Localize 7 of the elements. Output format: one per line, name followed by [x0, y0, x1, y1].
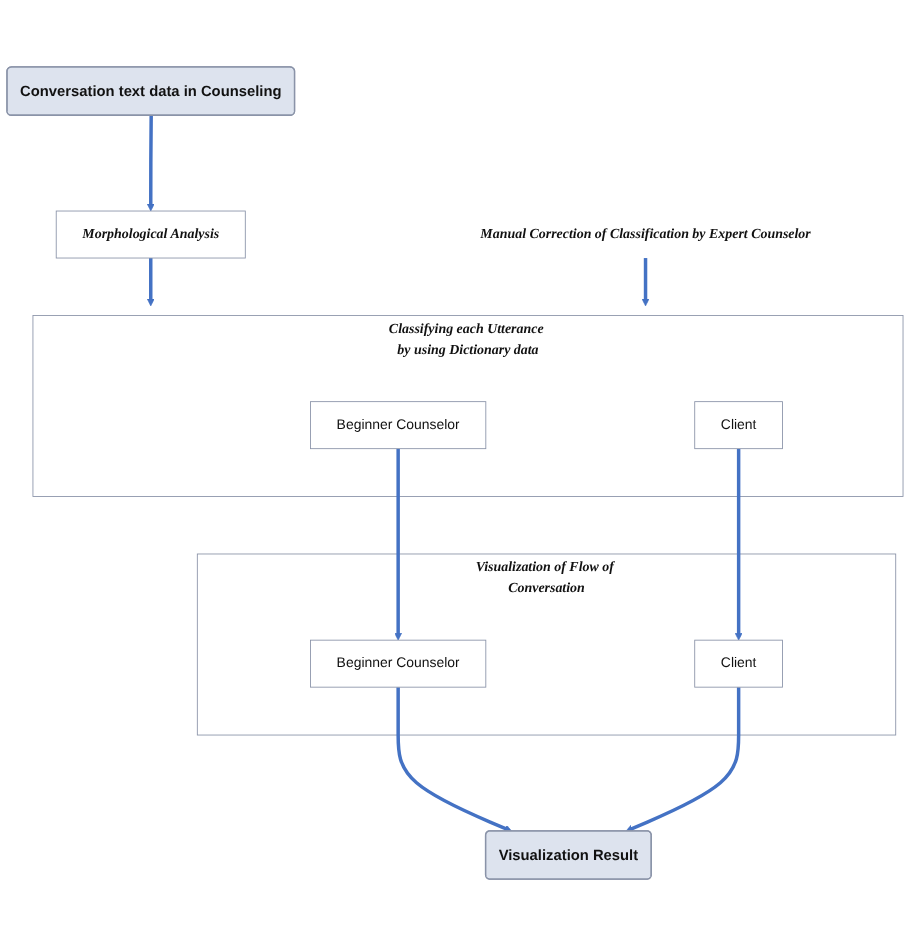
arrow	[396, 687, 513, 832]
arrow	[625, 687, 741, 832]
arrow	[146, 258, 155, 307]
arrow	[394, 448, 402, 641]
arrow	[641, 258, 650, 307]
arrow	[734, 448, 743, 641]
arrow	[146, 115, 155, 212]
